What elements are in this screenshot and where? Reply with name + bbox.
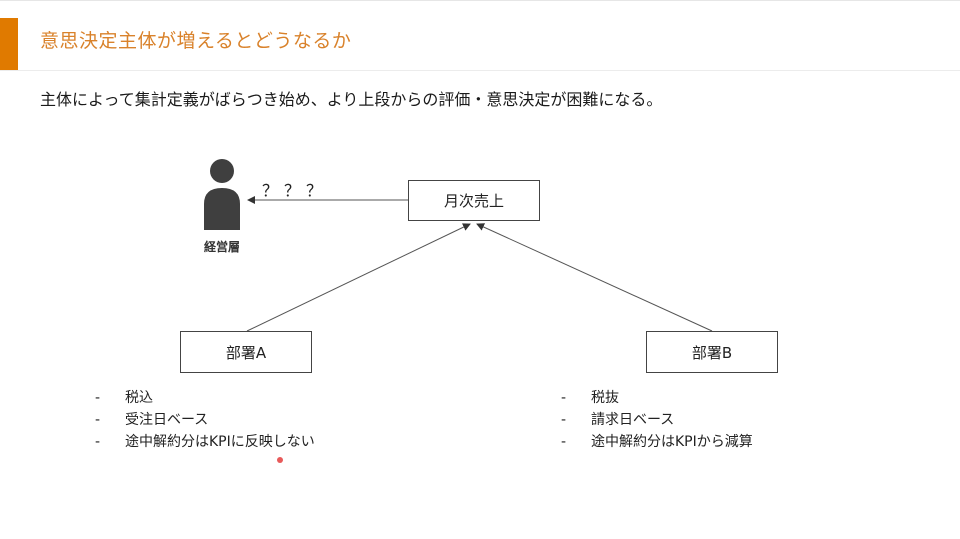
arrow-dept-a-to-top [246,223,471,332]
title-accent-bar [0,18,18,70]
arrow-dept-b-to-top [476,223,713,332]
laser-pointer-dot [277,457,283,463]
question-marks: ？？？ [262,181,329,200]
department-b-box: 部署B [646,331,778,373]
list-item: -税抜 [561,390,619,406]
department-a-definition-list: -税込 -受注日ベース -途中解約分はKPIに反映しない [95,387,315,453]
list-item: -税込 [95,390,153,406]
executive-label: 経営層 [203,240,240,254]
department-b-definition-list: -税抜 -請求日ベース -途中解約分はKPIから減算 [561,387,753,453]
slide-subtitle: 主体によって集計定義がばらつき始め、より上段からの評価・意思決定が困難になる。 [40,90,663,109]
list-item: -途中解約分はKPIから減算 [561,434,753,450]
list-item: -途中解約分はKPIに反映しない [95,434,315,450]
list-item: -請求日ベース [561,412,675,428]
title-divider [0,70,960,71]
department-a-box: 部署A [180,331,312,373]
monthly-sales-box: 月次売上 [408,180,540,221]
slide-title: 意思決定主体が増えるとどうなるか [40,30,352,52]
top-border [0,0,960,1]
list-item: -受注日ベース [95,412,209,428]
person-icon [204,159,240,230]
